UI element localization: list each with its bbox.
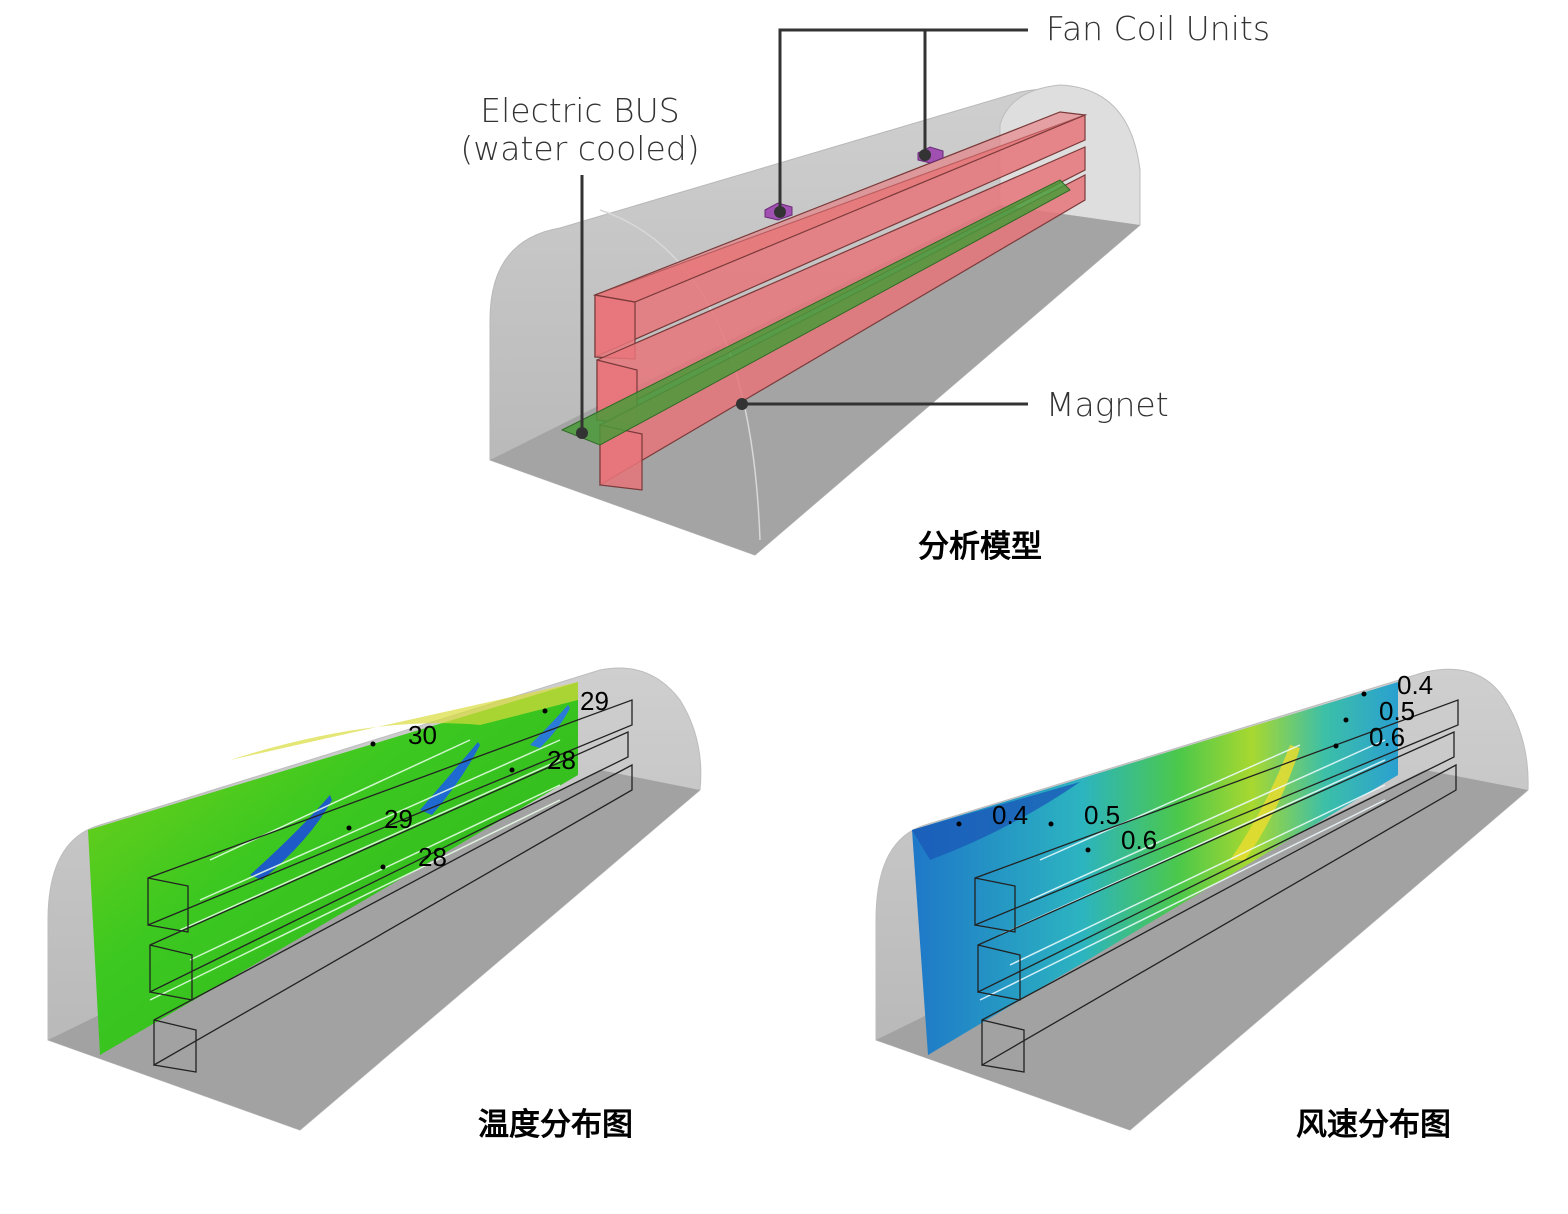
temp-label: 28 <box>547 745 576 775</box>
wind-label: 0.4 <box>1397 670 1433 700</box>
fan-coil-anchor-1 <box>774 206 786 218</box>
temperature-distribution-diagram: 30 29 28 29 28 温度分布图 <box>47 667 702 1143</box>
wind-peak-region <box>1230 745 1300 860</box>
temperature-caption: 温度分布图 <box>478 1107 633 1143</box>
electric-bus <box>560 179 1071 446</box>
wind-label: 0.5 <box>1379 696 1415 726</box>
fan-coil-units-label: Fan Coil Units <box>1046 9 1270 48</box>
temp-magnet-wireframes <box>147 699 633 1073</box>
wind-label: 0.5 <box>1084 800 1120 830</box>
wind-magnet-wireframes <box>974 699 1459 1073</box>
wind-speed-labels: 0.4 0.5 0.6 0.4 0.5 0.6 <box>956 670 1433 855</box>
temp-jet-2 <box>420 742 480 815</box>
electric-bus-anchor <box>576 427 588 439</box>
wind-low-region <box>912 782 1080 860</box>
temperature-labels: 30 29 28 29 28 <box>346 686 609 872</box>
electric-bus-sublabel: (water cooled) <box>460 129 699 168</box>
wind-speed-caption: 风速分布图 <box>1296 1107 1451 1143</box>
analysis-model-caption: 分析模型 <box>918 529 1042 565</box>
fan-coil-leader <box>778 28 1028 212</box>
wind-label: 0.6 <box>1369 722 1405 752</box>
temp-jet-3 <box>530 705 570 748</box>
fan-coil-anchor-2 <box>919 149 931 161</box>
wind-field <box>912 682 1398 1055</box>
electric-bus-label: Electric BUS <box>480 91 679 130</box>
wind-tunnel-floor <box>876 770 1528 1130</box>
temp-label: 29 <box>580 686 609 716</box>
temp-flow-arrows <box>149 739 561 1001</box>
wind-label: 0.6 <box>1121 825 1157 855</box>
magnet-anchor <box>736 398 748 410</box>
temp-jet-1 <box>250 795 332 880</box>
temp-hot-region <box>230 682 578 760</box>
wind-label: 0.4 <box>992 800 1028 830</box>
tunnel-floor <box>490 205 1140 555</box>
wind-speed-distribution-diagram: 0.4 0.5 0.6 0.4 0.5 0.6 风速分布图 <box>875 668 1529 1143</box>
analysis-model-diagram: Fan Coil Units Electric BUS (water coole… <box>460 9 1270 565</box>
temp-label: 29 <box>384 804 413 834</box>
temp-label: 28 <box>418 842 447 872</box>
temp-label: 30 <box>408 720 437 750</box>
temp-tunnel-floor <box>48 770 700 1130</box>
magnet-label: Magnet <box>1046 385 1169 424</box>
